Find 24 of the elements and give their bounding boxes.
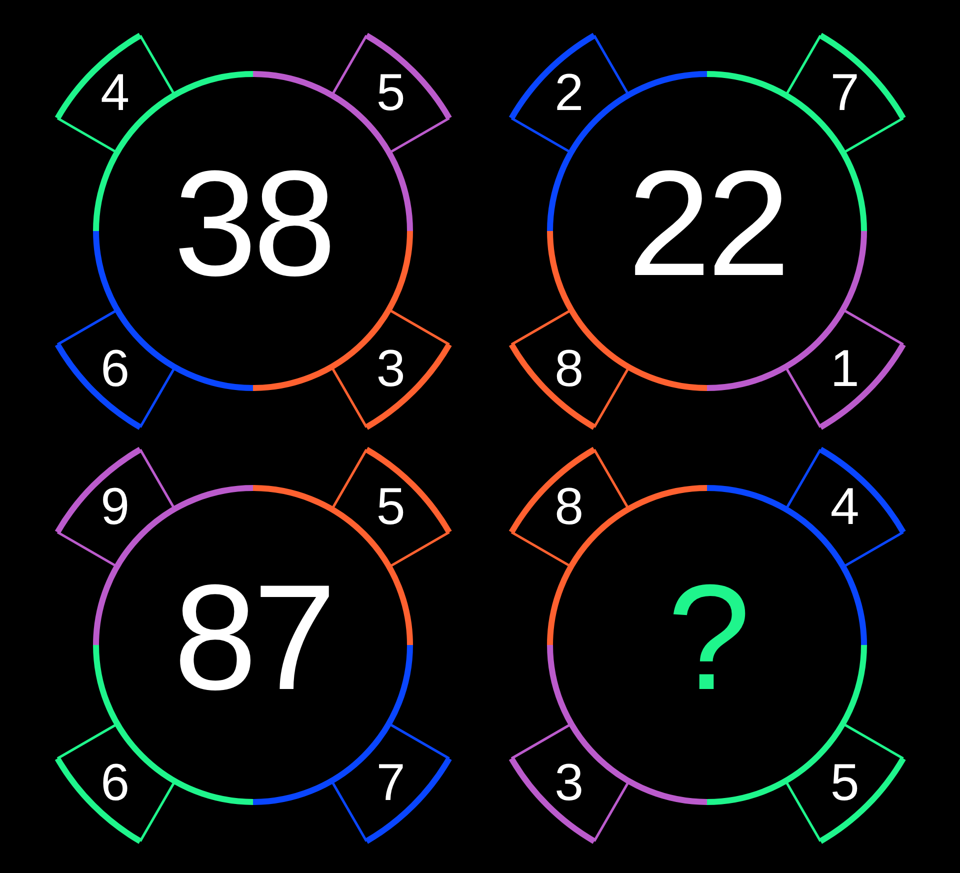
tab-number: 7 <box>376 760 406 805</box>
tab-number: 8 <box>554 485 584 530</box>
tab-number: 3 <box>554 760 584 805</box>
tab-number: 1 <box>830 346 860 391</box>
tab-number: 9 <box>100 485 130 530</box>
center-number: 87 <box>174 562 332 712</box>
tab-number: 5 <box>376 485 406 530</box>
tab-number: 8 <box>554 346 584 391</box>
segmented-circle <box>547 485 867 805</box>
center-number: 38 <box>174 148 332 298</box>
tab-number: 6 <box>100 346 130 391</box>
tab-number: 3 <box>376 346 406 391</box>
segmented-circle <box>93 71 413 391</box>
tab-number: 6 <box>100 760 130 805</box>
tab-number: 5 <box>830 760 860 805</box>
center-number: 22 <box>628 148 786 298</box>
center-number: ? <box>667 562 747 712</box>
tab-number: 4 <box>830 485 860 530</box>
segmented-circle <box>93 485 413 805</box>
tab-number: 7 <box>830 71 860 116</box>
tab-number: 2 <box>554 71 584 116</box>
tab-number: 5 <box>376 71 406 116</box>
segmented-circle <box>547 71 867 391</box>
tab-number: 4 <box>100 71 130 116</box>
